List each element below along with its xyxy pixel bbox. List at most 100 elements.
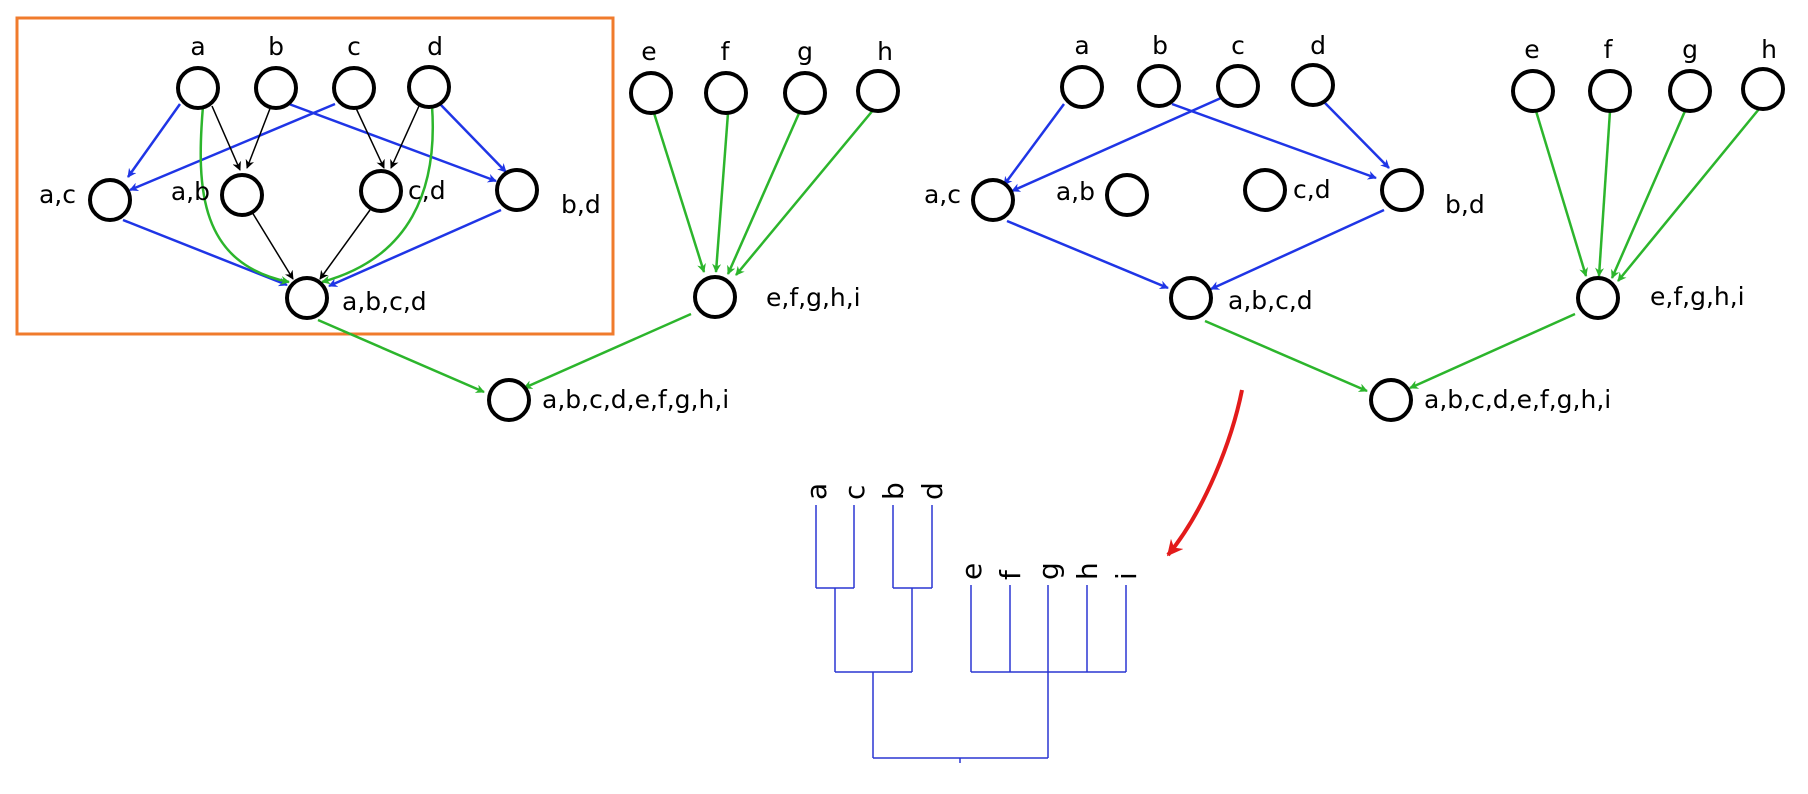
node-label: a,b,c,d: [1228, 286, 1313, 315]
node: [176, 66, 220, 110]
node-label: e: [641, 37, 656, 66]
node: [783, 71, 827, 115]
edge-blue: [126, 103, 182, 178]
edge-black: [245, 105, 272, 169]
edge-blue: [1011, 96, 1222, 193]
edge-blue: [1006, 219, 1169, 290]
edge-green: [735, 108, 875, 276]
node-label: a,b,c,d,e,f,g,h,i: [1424, 385, 1611, 414]
node: [1243, 168, 1287, 212]
node: [88, 178, 132, 222]
node-label: a,c: [924, 180, 961, 209]
node: [1291, 63, 1335, 107]
edge-black: [319, 209, 371, 280]
node-label: a,b: [1056, 177, 1095, 206]
node-label: e: [1524, 35, 1539, 64]
node-label: a,b: [171, 177, 210, 206]
edge-blue: [1002, 103, 1066, 186]
left-edges: [122, 102, 875, 394]
node-label: c: [347, 32, 361, 61]
edge-green: [1595, 110, 1612, 277]
node-label: b,d: [561, 190, 601, 219]
node-label: a,b,c,d,e,f,g,h,i: [542, 385, 729, 414]
node: [359, 169, 403, 213]
edge-blue: [1324, 102, 1390, 169]
right-edges: [1002, 96, 1760, 393]
right-graph: a b c d e f g h a,c a,b c,d b,d a,b,c,d …: [924, 31, 1785, 422]
left-graph: a b c d e f g h a,c a,b c,d b,d a,b,c,d …: [15, 16, 900, 422]
edge-blue: [288, 102, 497, 183]
leaf-label: g: [1032, 562, 1065, 580]
left-labels: a b c d e f g h a,c a,b c,d b,d a,b,c,d …: [39, 32, 893, 414]
node: [1169, 276, 1213, 320]
leaf-label: c: [838, 485, 871, 500]
leaf-label: f: [994, 569, 1027, 580]
node-label: d: [1310, 31, 1326, 60]
node: [1369, 378, 1413, 422]
node: [285, 276, 329, 320]
node-label: a: [190, 32, 205, 61]
edge-blue: [1171, 102, 1377, 180]
leaf-label: d: [916, 482, 949, 500]
leaf-label: h: [1071, 562, 1104, 580]
edge-green: [1409, 312, 1576, 390]
node-label: c,d: [1293, 175, 1331, 204]
right-nodes: [971, 63, 1785, 422]
node: [332, 66, 376, 110]
dendrogram: a c b d e f g h i: [800, 482, 1143, 763]
leaf-label: b: [877, 482, 910, 500]
edge-green: [712, 112, 730, 273]
leaf-label: e: [955, 563, 988, 580]
node: [487, 378, 531, 422]
node: [1216, 64, 1260, 108]
dendrogram-branches: [815, 505, 1127, 763]
node-label: b: [1152, 31, 1168, 60]
edge-green: [1204, 319, 1368, 393]
node-label: b,d: [1445, 190, 1485, 219]
node-label: d: [427, 32, 443, 61]
edge-blue: [439, 103, 507, 173]
node-label: e,f,g,h,i: [1650, 282, 1745, 311]
node-label: e,f,g,h,i: [766, 283, 861, 312]
conversion-arrow: [1166, 389, 1244, 557]
node: [1380, 168, 1424, 212]
edge-green: [317, 318, 485, 394]
node: [220, 173, 264, 217]
node-label: h: [877, 37, 893, 66]
node-label: b: [268, 32, 284, 61]
edge-green: [523, 312, 692, 390]
highlight-box: [15, 16, 615, 336]
node: [1137, 64, 1181, 108]
edge-blue: [328, 208, 502, 288]
node-label: g: [1682, 35, 1698, 64]
edge-green: [1534, 110, 1588, 277]
node-label: h: [1761, 35, 1777, 64]
edge-blue: [129, 102, 336, 192]
edge-blue: [122, 218, 288, 287]
node-label: f: [721, 37, 731, 66]
edge-black: [354, 105, 385, 169]
dendrogram-leaf-labels: a c b d e f g h i: [800, 482, 1143, 580]
node-label: a,c: [39, 180, 76, 209]
node: [971, 178, 1015, 222]
node: [407, 65, 451, 109]
node: [1576, 276, 1620, 320]
edge-green: [726, 110, 802, 275]
edge-green: [1617, 108, 1760, 282]
edge-blue: [1210, 208, 1385, 291]
node: [1060, 65, 1104, 109]
node-label: c,d: [408, 176, 446, 205]
node: [1511, 69, 1555, 113]
edge-black: [251, 211, 294, 280]
left-nodes: [88, 65, 900, 422]
right-labels: a b c d e f g h a,c a,b c,d b,d a,b,c,d …: [924, 31, 1777, 414]
node-label: a: [1074, 31, 1089, 60]
node: [1588, 69, 1632, 113]
node-label: a,b,c,d: [342, 287, 427, 316]
node-label: c: [1231, 31, 1245, 60]
node: [1105, 173, 1149, 217]
node: [1741, 67, 1785, 111]
node-label: f: [1604, 35, 1614, 64]
node: [495, 168, 539, 212]
